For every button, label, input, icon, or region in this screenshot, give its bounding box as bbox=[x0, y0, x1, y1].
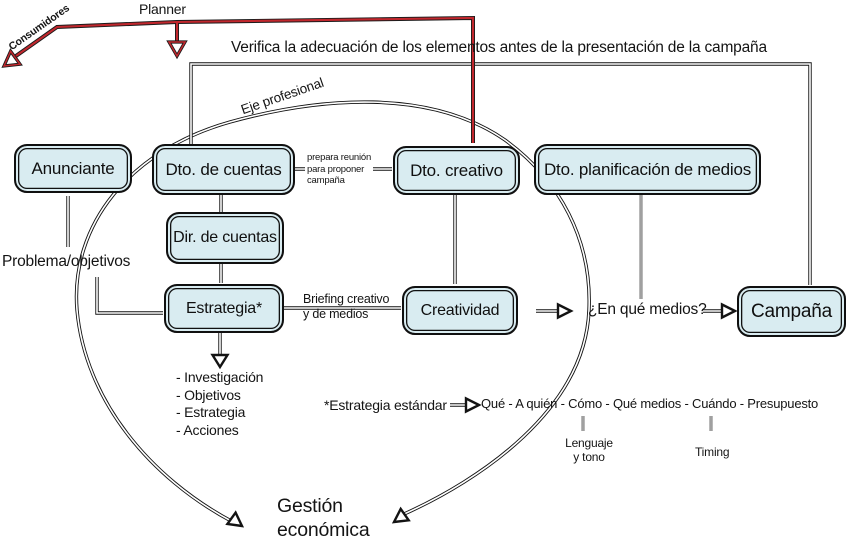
label-estrategia-items: - Investigación - Objetivos - Estrategia… bbox=[176, 369, 264, 438]
box-campana: Campaña bbox=[737, 286, 846, 337]
box-dto-planificacion-medios: Dto. planificación de medios bbox=[534, 144, 761, 195]
arrowhead-right-icon bbox=[464, 396, 482, 414]
arrow-estandar-chain bbox=[448, 396, 482, 414]
box-creatividad: Creatividad bbox=[402, 286, 518, 335]
arrowhead-right-icon bbox=[556, 302, 574, 320]
label-lenguaje-tono: Lenguaje y tono bbox=[565, 436, 613, 464]
planner-arrowhead-down-icon bbox=[166, 40, 188, 60]
arrow-estrategia-items bbox=[210, 331, 230, 370]
label-briefing: Briefing creativo y de medios bbox=[303, 292, 390, 321]
label-estrategia-estandar: *Estrategia estándar bbox=[324, 397, 447, 413]
label-planner: Planner bbox=[139, 1, 186, 17]
arrow-creatividad-medios bbox=[534, 302, 574, 320]
label-estandar-chain: Qué - A quién - Cómo - Qué medios - Cuán… bbox=[481, 396, 819, 411]
box-dto-de-cuentas: Dto. de cuentas bbox=[152, 144, 295, 195]
label-prepara-reunion: prepara reunión para proponer campaña bbox=[305, 152, 374, 187]
label-en-que-medios: ¿En qué medios? bbox=[588, 301, 707, 318]
box-dir-de-cuentas: Dir. de cuentas bbox=[166, 212, 284, 264]
arrow-medios-campana bbox=[701, 302, 738, 320]
connector-problema-estrategia bbox=[95, 275, 165, 315]
cycle-arrowhead-right-icon bbox=[391, 506, 411, 524]
label-verifica: Verifica la adecuación de los elementos … bbox=[231, 39, 767, 56]
agency-cycle-ellipse bbox=[74, 100, 591, 528]
cycle-arrowhead-left-icon bbox=[225, 510, 245, 528]
box-dto-creativo: Dto. creativo bbox=[393, 146, 520, 195]
consumers-arrowhead-icon bbox=[1, 48, 23, 68]
label-problema-objetivos: Problema/objetivos bbox=[2, 253, 131, 270]
arrowhead-down-icon bbox=[210, 353, 230, 370]
planner-red-line bbox=[1, 16, 475, 145]
arrowhead-right-icon bbox=[720, 302, 738, 320]
box-estrategia: Estrategia* bbox=[164, 284, 284, 333]
box-anunciante: Anunciante bbox=[14, 144, 132, 193]
label-gestion-economica: Gestión económica bbox=[277, 495, 370, 541]
label-timing: Timing bbox=[695, 445, 730, 459]
